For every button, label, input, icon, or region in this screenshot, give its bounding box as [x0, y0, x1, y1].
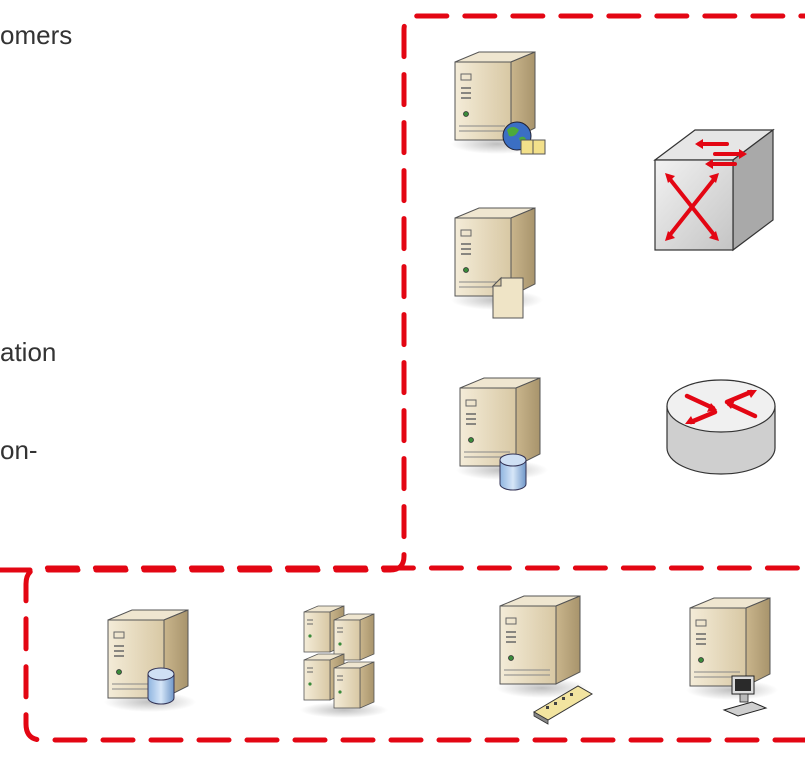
database-server-icon — [103, 609, 197, 713]
text-fragment-2: ation — [0, 337, 57, 367]
text-fragment-3: on- — [0, 435, 38, 465]
server-cluster-icon — [300, 605, 388, 718]
modem-server-icon — [495, 595, 593, 725]
text-fragment-1: omers — [0, 20, 73, 50]
database-server-icon — [455, 377, 549, 491]
file-server-icon — [450, 207, 544, 319]
web-server-icon — [450, 51, 546, 155]
workstation-server-icon — [685, 597, 779, 717]
switch-icon — [653, 128, 775, 252]
router-icon — [666, 379, 776, 475]
upper-boundary — [0, 13, 805, 573]
lower-boundary — [23, 565, 805, 743]
